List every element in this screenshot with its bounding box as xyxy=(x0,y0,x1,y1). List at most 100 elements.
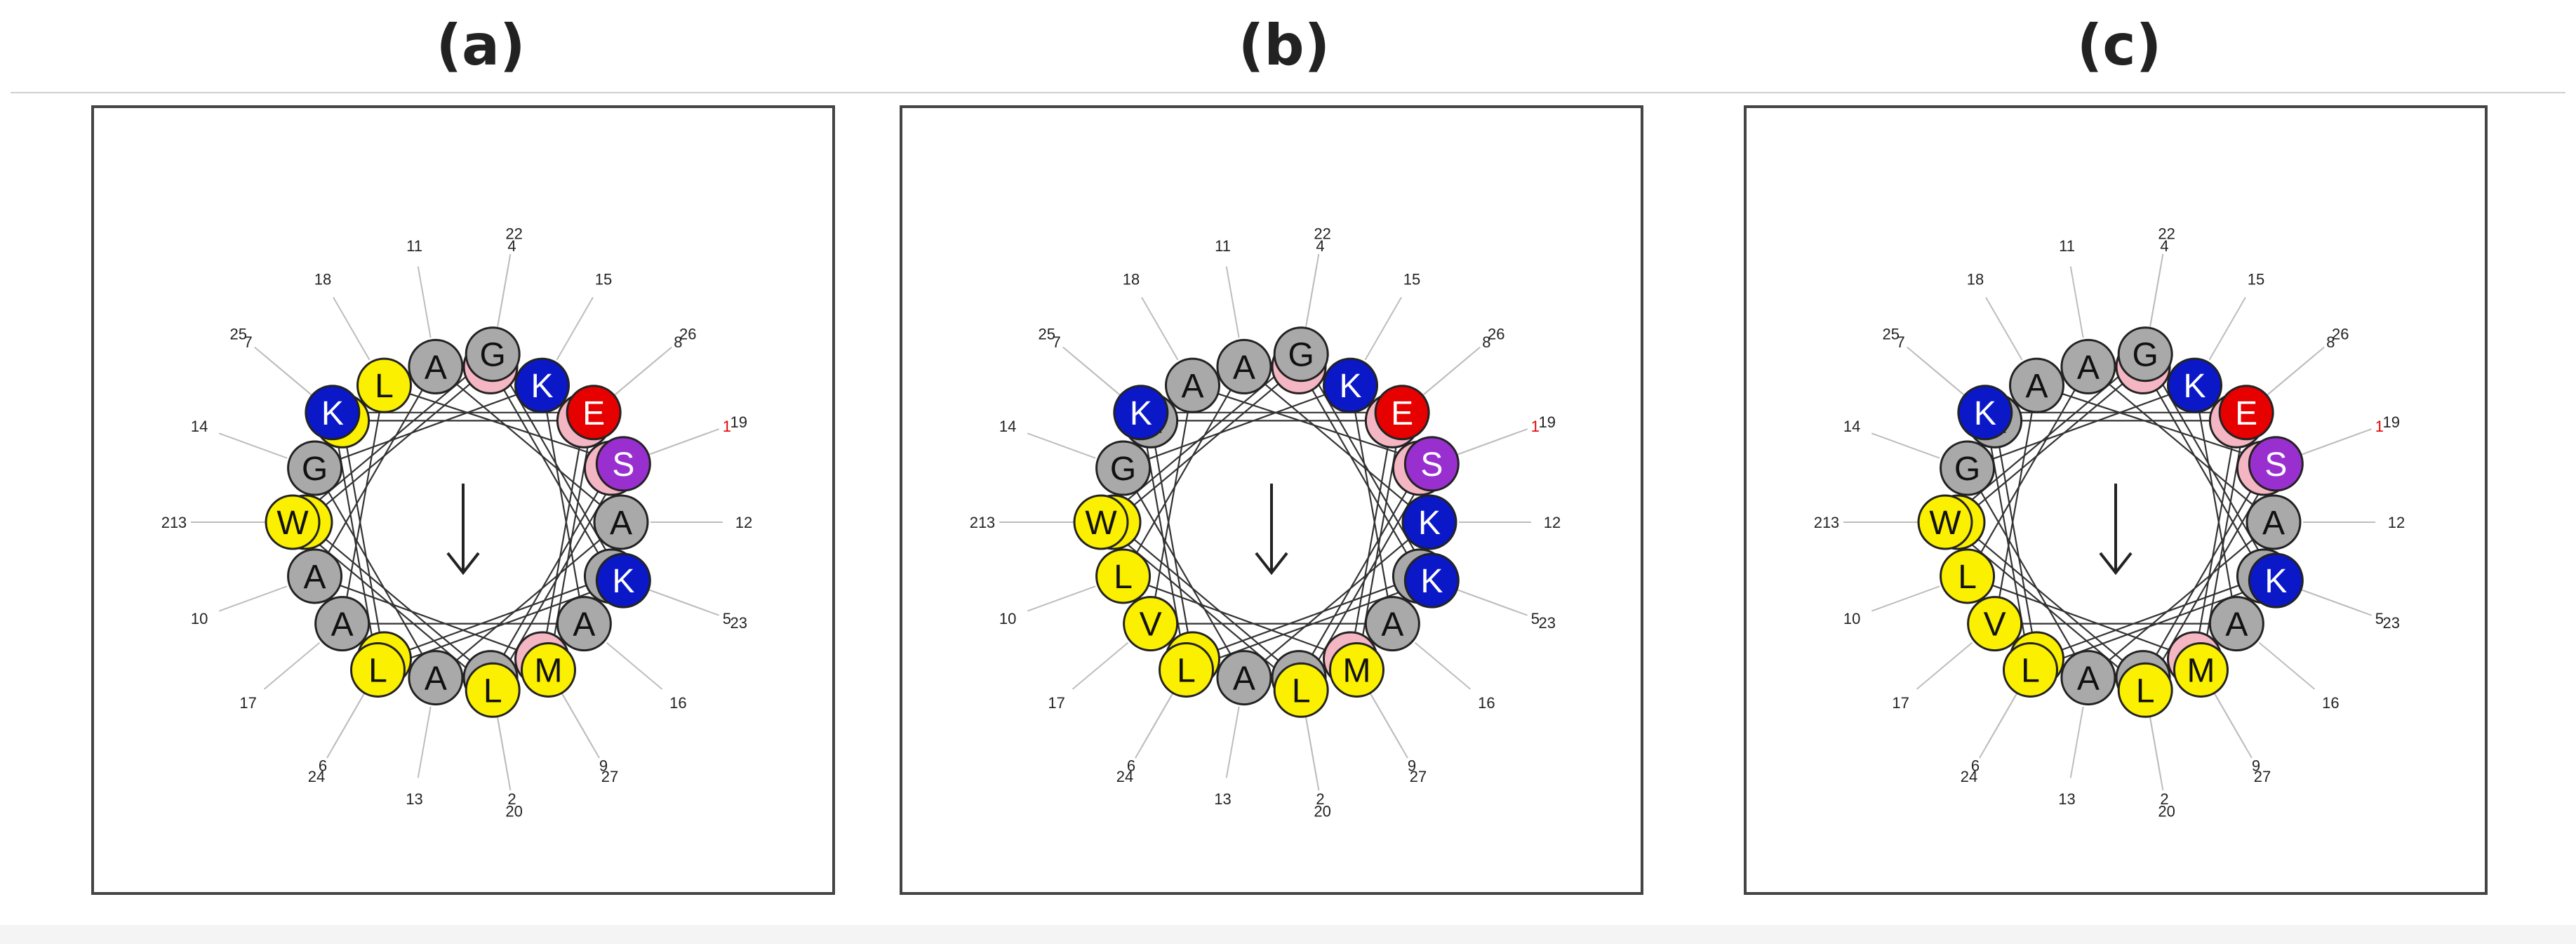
residue-number: 24 xyxy=(1116,768,1133,785)
residue-node: L xyxy=(356,357,412,413)
residue-number: 8 xyxy=(674,333,682,351)
residue-circle xyxy=(2009,357,2064,413)
residue-number: 13 xyxy=(2058,790,2075,808)
residue-number: 9 xyxy=(2252,757,2260,774)
residue-node: K xyxy=(1403,552,1460,609)
backbone-line xyxy=(1149,420,1194,660)
residue-number: 6 xyxy=(1127,757,1135,774)
number-leader-line xyxy=(1370,695,1408,759)
arrow-down-icon xyxy=(446,484,480,576)
residue-circle xyxy=(1940,548,1996,604)
residue-circle xyxy=(2248,552,2304,609)
residue-number: 17 xyxy=(1048,694,1065,712)
residue-circle xyxy=(2218,385,2274,441)
residue-circle xyxy=(2117,662,2173,718)
residue-node: M xyxy=(2173,641,2229,698)
number-leader-line xyxy=(562,695,600,759)
number-leader-line xyxy=(1027,432,1096,459)
backbone-line xyxy=(341,420,385,660)
residue-circle xyxy=(287,440,343,496)
number-leader-line xyxy=(254,346,311,394)
residue-nodes: NAVNGLVNQAAAAGKAALSLWGKLKEM xyxy=(265,326,651,718)
number-leader-line xyxy=(615,346,672,394)
backbone-line xyxy=(305,521,491,679)
residue-node: W xyxy=(265,494,321,550)
residue-letter: K xyxy=(2183,368,2205,405)
backbone-line xyxy=(541,420,585,660)
residue-letter: E xyxy=(1391,395,1413,432)
backbone-line xyxy=(1100,521,1302,691)
residue-circle xyxy=(2245,494,2302,550)
number-leader-line xyxy=(417,266,432,338)
residue-number: 13 xyxy=(406,790,422,808)
residue-number: 14 xyxy=(999,418,1016,435)
residue-node: L xyxy=(1940,548,1996,604)
header-divider xyxy=(11,92,2565,93)
residue-circle xyxy=(1917,494,1973,550)
residue-letter: M xyxy=(2187,652,2215,689)
residue-number: 20 xyxy=(1314,803,1330,820)
residue-circle xyxy=(2060,650,2116,706)
residue-number: 5 xyxy=(723,610,731,627)
residue-node: A xyxy=(2245,494,2302,550)
residue-node: S xyxy=(2248,436,2304,492)
residue-letter: M xyxy=(1343,652,1371,689)
residue-node: A xyxy=(408,338,464,394)
backbone-line xyxy=(1140,412,1187,670)
residue-circle xyxy=(1364,596,1420,652)
residue-letter: L xyxy=(1177,652,1196,689)
residue-circle xyxy=(1957,385,2013,441)
residue-number: 21 xyxy=(161,514,178,531)
residue-node: L xyxy=(2003,641,2058,698)
residue-circle xyxy=(408,650,464,706)
number-leader-line xyxy=(650,590,719,616)
residue-node: G xyxy=(1273,326,1329,383)
residue-number: 27 xyxy=(1410,768,1427,785)
residue-number: 10 xyxy=(191,610,208,627)
residue-number: 15 xyxy=(1403,271,1420,288)
residue-circle xyxy=(2060,338,2116,394)
residue-number: 7 xyxy=(243,333,252,351)
backbone-line xyxy=(1192,575,1420,660)
residue-number: 26 xyxy=(679,325,696,343)
residue-circle xyxy=(593,494,649,550)
residue-letter: M xyxy=(535,652,563,689)
residue-number: 25 xyxy=(1039,325,1055,343)
residue-circle xyxy=(314,596,371,652)
number-leader-line xyxy=(2303,428,2372,455)
residue-circle xyxy=(1216,650,1272,706)
residue-number: 18 xyxy=(1123,271,1140,288)
residue-node: V xyxy=(1123,596,1179,652)
residue-node: V xyxy=(1967,596,2023,652)
residue-node: L xyxy=(465,662,521,718)
residue-number: 8 xyxy=(1482,333,1490,351)
residue-node: K xyxy=(1323,357,1378,413)
backbone-line xyxy=(1243,366,1430,523)
residue-node: K xyxy=(1401,494,1457,550)
residue-number: 11 xyxy=(406,237,422,255)
number-leader-line xyxy=(1135,695,1173,759)
residue-number: 20 xyxy=(2158,803,2175,820)
backbone-line xyxy=(1300,463,1433,691)
residue-circle xyxy=(408,338,464,394)
residue-number: 18 xyxy=(1967,271,1984,288)
backbone-line xyxy=(1243,521,1430,679)
residue-letter: E xyxy=(2235,395,2257,432)
residue-circle xyxy=(1216,338,1272,394)
backbone-line xyxy=(2144,463,2277,691)
residue-letter: L xyxy=(2021,652,2040,689)
number-leader-line xyxy=(1305,719,1320,791)
residue-circle xyxy=(1940,440,1996,496)
residue-number: 24 xyxy=(1961,768,1977,785)
residue-node: E xyxy=(2218,385,2274,441)
residue-node: A xyxy=(1364,596,1420,652)
residue-letter: G xyxy=(1954,451,1980,488)
residue-circle xyxy=(1967,596,2023,652)
residue-node: L xyxy=(1159,641,1214,698)
residue-number: 16 xyxy=(669,694,686,712)
backbone-line xyxy=(547,412,595,670)
residue-node: K xyxy=(2248,552,2304,609)
residue-letter: A xyxy=(1181,368,1203,405)
